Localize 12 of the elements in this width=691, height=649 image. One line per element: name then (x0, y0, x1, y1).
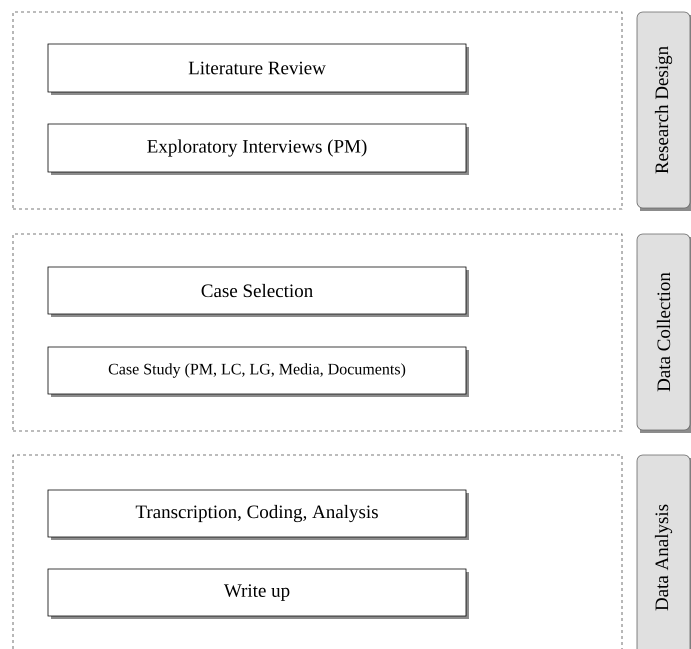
step-box: Transcription, Coding, Analysis (48, 490, 469, 540)
section-tab: Research Design (636, 12, 691, 211)
group-frame (12, 454, 622, 649)
step-box: Literature Review (48, 44, 469, 95)
section-tab: Data Collection (636, 234, 691, 433)
step-box: Exploratory Interviews (PM) (48, 124, 469, 175)
group-frame (12, 12, 622, 210)
group-frame (12, 234, 622, 432)
step-box: Write up (48, 568, 469, 619)
step-box: Case Selection (48, 266, 469, 317)
step-box: Case Study (PM, LC, LG, Media, Documents) (48, 346, 469, 397)
section-tab: Data Analysis (636, 454, 691, 649)
